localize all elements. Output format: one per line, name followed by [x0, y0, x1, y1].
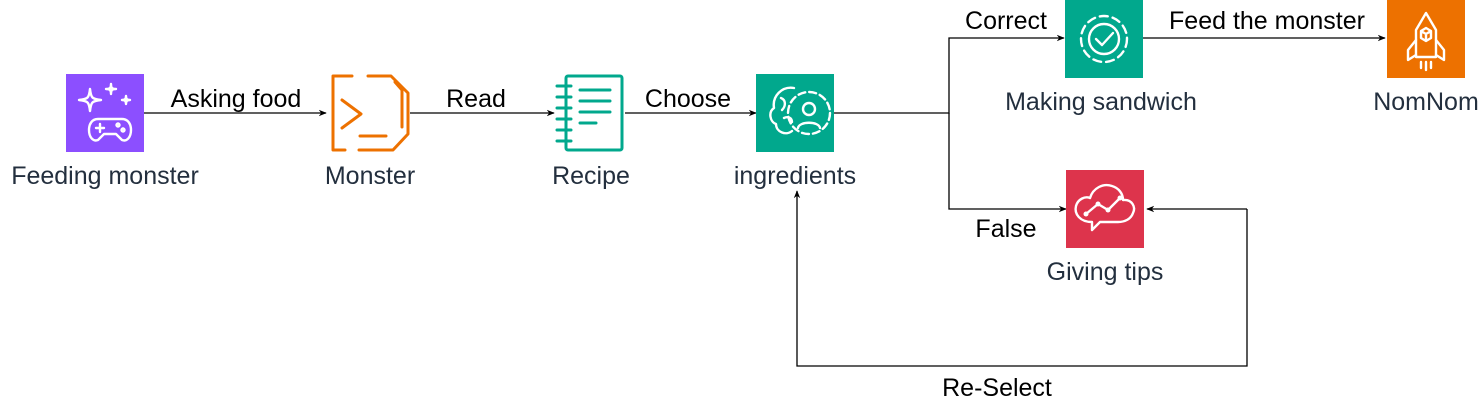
ingredients-tile — [756, 74, 834, 152]
node-monster[interactable]: Monster — [325, 74, 415, 190]
rocket-icon — [1406, 11, 1446, 72]
node-label-ingredients: ingredients — [734, 162, 856, 190]
node-nomnom[interactable]: NomNom — [1373, 0, 1479, 116]
node-ingredients[interactable]: ingredients — [734, 74, 856, 190]
making-sandwich-tile — [1065, 0, 1143, 78]
edge-label-false: False — [975, 215, 1036, 243]
edge-labels: Asking food Read Choose Correct False Fe… — [171, 7, 1365, 402]
node-label-recipe: Recipe — [552, 162, 630, 190]
connectors — [144, 34, 1386, 367]
feeding-monster-tile — [66, 74, 144, 152]
brain-gear-person-icon — [769, 86, 832, 136]
terminal-icon — [331, 74, 410, 152]
node-feeding-monster[interactable]: Feeding monster — [11, 74, 199, 190]
edge-correct — [834, 34, 1065, 114]
edge-false — [948, 113, 1067, 213]
node-label-feeding-monster: Feeding monster — [11, 162, 199, 190]
edge-label-read: Read — [446, 85, 506, 113]
edge-label-choose: Choose — [645, 85, 731, 113]
node-label-giving-tips: Giving tips — [1047, 258, 1164, 286]
edge-label-re-select: Re-Select — [942, 374, 1052, 402]
node-label-monster: Monster — [325, 162, 415, 190]
node-making-sandwich[interactable]: Making sandwich — [1005, 0, 1197, 116]
edge-label-feed-the-monster: Feed the monster — [1169, 7, 1365, 35]
node-recipe[interactable]: Recipe — [552, 74, 630, 190]
cloud-chart-icon — [1074, 184, 1136, 232]
notebook-icon — [555, 74, 624, 152]
gear-check-icon — [1079, 14, 1129, 64]
node-label-nomnom: NomNom — [1373, 88, 1479, 116]
node-giving-tips[interactable]: Giving tips — [1047, 170, 1164, 286]
edge-label-asking-food: Asking food — [171, 85, 302, 113]
node-label-making-sandwich: Making sandwich — [1005, 88, 1197, 116]
edge-label-correct: Correct — [965, 7, 1047, 35]
edge-re-select — [793, 190, 1248, 367]
gamepad-sparkles-icon — [77, 82, 133, 142]
